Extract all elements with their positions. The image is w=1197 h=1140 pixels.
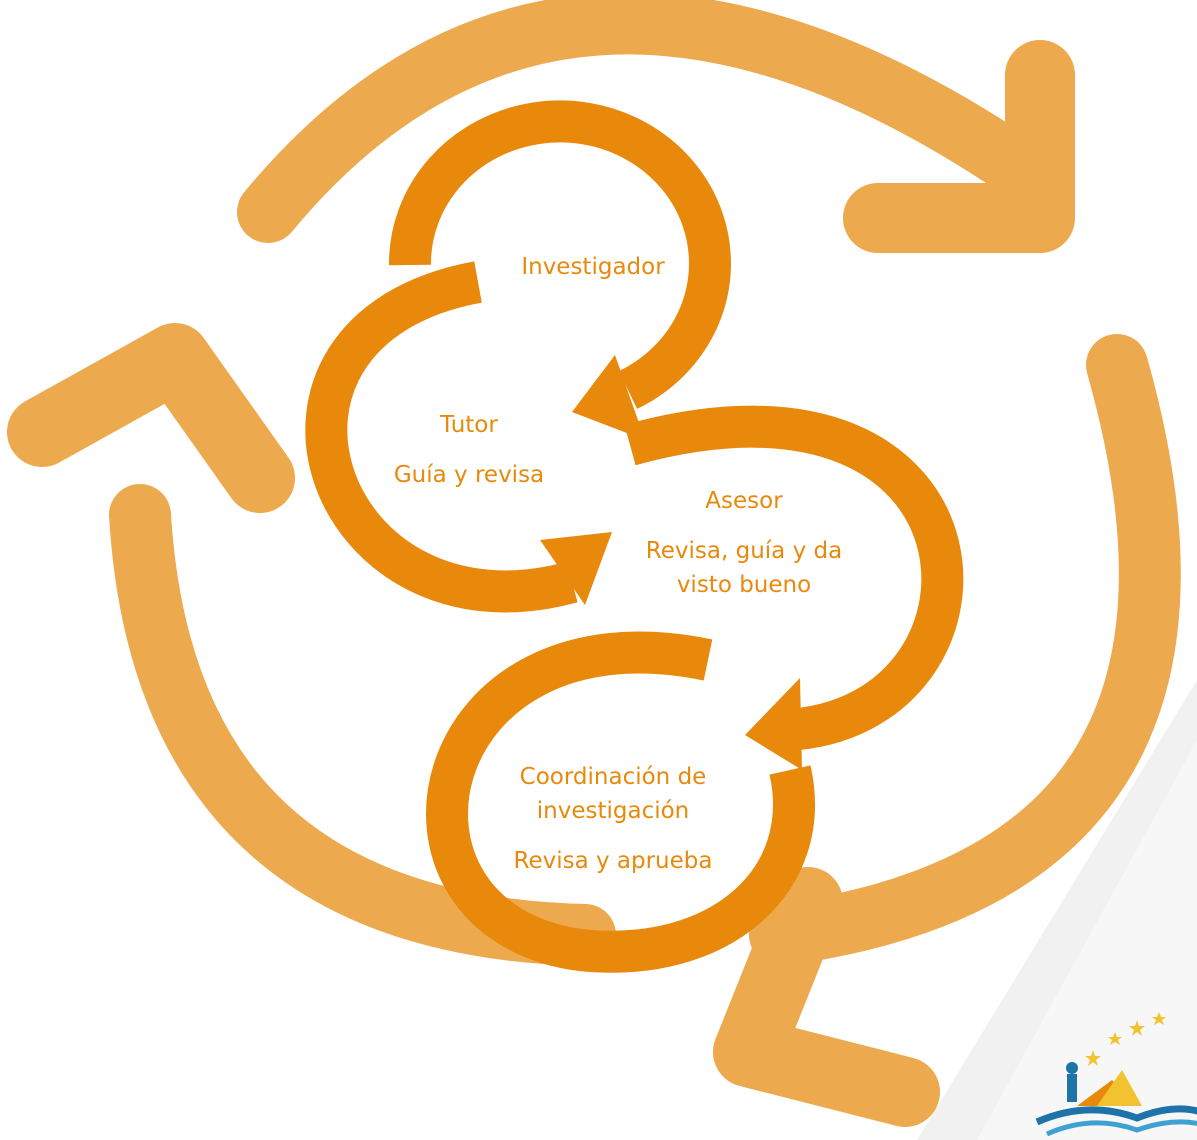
coordinacion-action: Revisa y aprueba <box>514 848 713 874</box>
coordinacion-title-line2: investigación <box>537 798 690 824</box>
investigador-arrowhead <box>572 355 645 440</box>
tutor-title: Tutor <box>439 412 498 438</box>
corner-grey-panel-light <box>977 740 1197 1140</box>
investigador-loop <box>388 100 731 409</box>
node-coordinacion: Coordinación de investigación Revisa y a… <box>514 764 713 874</box>
coordinacion-title-line1: Coordinación de <box>520 764 707 790</box>
outer-arrowhead-left <box>7 323 295 513</box>
asesor-loop <box>624 405 964 751</box>
asesor-action-line1: Revisa, guía y da <box>646 538 842 564</box>
asesor-arrowhead <box>745 678 802 770</box>
investigador-title: Investigador <box>521 254 665 280</box>
node-asesor: Asesor Revisa, guía y da visto bueno <box>646 488 842 598</box>
book-boat-stars-logo-icon <box>1035 1012 1197 1137</box>
coordinacion-loop <box>426 631 815 973</box>
outer-arc-top <box>237 0 1046 243</box>
tutor-action: Guía y revisa <box>394 462 544 488</box>
outer-arrowhead-top <box>843 40 1075 253</box>
node-investigador: Investigador <box>521 254 665 280</box>
asesor-title: Asesor <box>705 488 783 514</box>
corner-decoration <box>917 680 1197 1140</box>
inner-cycle-icon <box>305 100 964 973</box>
asesor-action-line2: visto bueno <box>677 572 811 598</box>
node-tutor: Tutor Guía y revisa <box>394 412 544 488</box>
tutor-arrowhead <box>540 532 612 605</box>
outer-arc-right <box>749 334 1181 966</box>
tutor-loop <box>305 261 578 613</box>
outer-arrowhead-right <box>713 867 940 1127</box>
